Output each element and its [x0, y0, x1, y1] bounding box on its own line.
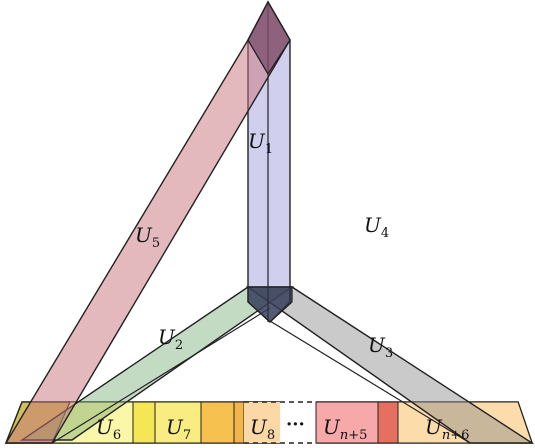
ellipsis: ··· — [286, 414, 305, 435]
label-u3: U3 — [368, 333, 393, 361]
label-u7: U7 — [166, 415, 191, 443]
label-u6: U6 — [96, 415, 121, 443]
label-un6: Un+6 — [425, 415, 469, 443]
label-u1: U1 — [248, 129, 273, 157]
strip-cell-red — [377, 401, 399, 444]
svg-text:U3: U3 — [368, 333, 393, 361]
label-u8: U8 — [250, 415, 275, 443]
bottom-strip — [4, 401, 534, 444]
svg-text:U6: U6 — [96, 415, 121, 443]
strip-cell-u7 — [154, 401, 202, 444]
svg-text:Un+6: Un+6 — [425, 415, 469, 443]
svg-text:U5: U5 — [135, 223, 160, 251]
label-un5: Un+5 — [323, 415, 367, 443]
svg-text:U2: U2 — [158, 325, 183, 353]
svg-text:U4: U4 — [364, 213, 389, 241]
svg-text:U7: U7 — [166, 415, 191, 443]
svg-text:Un+5: Un+5 — [323, 415, 367, 443]
band-u3-inner-edge — [269, 320, 471, 444]
strip-gap — [280, 401, 316, 444]
strip-cell-small-yellow — [132, 401, 156, 444]
strip-cell-orange-thin — [233, 401, 245, 444]
label-u4: U4 — [364, 213, 389, 241]
svg-text:U1: U1 — [248, 129, 273, 157]
svg-text:U8: U8 — [250, 415, 275, 443]
strip-cell-orange — [200, 401, 235, 444]
label-u5: U5 — [135, 223, 160, 251]
strip-cell-u8 — [244, 402, 280, 443]
label-u2: U2 — [158, 325, 183, 353]
junction-top — [247, 0, 291, 76]
junction-center — [247, 286, 293, 323]
band-u2-inner-edge — [51, 307, 271, 444]
